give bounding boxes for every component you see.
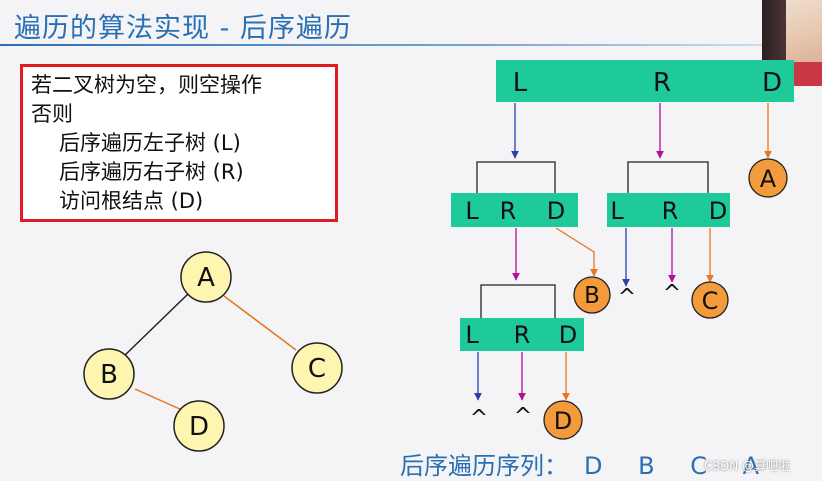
call-frame-bottom: L R D [460,318,584,351]
visited-c-label: C [702,287,719,315]
rule-line-otherwise: 否则 [31,102,73,126]
tree-node-c-label: C [308,354,326,384]
null-marker-c-left: ^ [618,285,636,310]
tree-edge-b-d [134,388,183,411]
call-frame-top: L R D [496,60,794,102]
rule-line-empty: 若二叉树为空，则空操作 [31,73,262,97]
call-frame-left: L R D [451,193,578,227]
null-marker-c-right: ^ [663,281,681,306]
traversal-result-sequence: D B C A [584,452,774,480]
tree-node-d-label: D [189,412,209,442]
tree-node-b: B [83,348,135,400]
frame-right-slot-r: R [662,197,679,225]
frame-left-slot-r: R [500,197,517,225]
rule-line-right: 后序遍历右子树 (R) [59,160,244,184]
tree-node-a-label: A [197,263,215,293]
arrow-left-to-visit-b [555,227,598,277]
title-divider [0,44,822,46]
bracket-right-frame [627,161,709,193]
visited-c: C [691,281,729,319]
visited-d: D [543,400,583,440]
frame-top-slot-l: L [513,68,528,98]
algorithm-rule-box: 若二叉树为空，则空操作 否则 后序遍历左子树 (L) 后序遍历右子树 (R) 访… [20,64,338,222]
frame-left-slot-l: L [465,197,479,225]
tree-node-c: C [291,342,343,394]
frame-bottom-slot-r: R [514,321,531,349]
null-marker-d-right: ^ [514,404,532,429]
bracket-bottom-frame [480,284,556,318]
frame-bottom-slot-d: D [559,321,577,349]
null-marker-d-left: ^ [470,406,488,431]
slide-title: 遍历的算法实现 - 后序遍历 [14,13,352,44]
frame-right-slot-l: L [610,197,624,225]
visited-a-label: A [760,165,777,193]
visited-b: B [573,276,611,314]
frame-left-slot-d: D [547,197,565,225]
source-watermark: CSDN @算吧啦 [704,459,791,473]
rule-line-left: 后序遍历左子树 (L) [59,131,241,155]
rule-line-root: 访问根结点 (D) [59,189,204,213]
visited-d-label: D [554,407,572,435]
tree-node-d: D [173,400,225,452]
frame-bottom-slot-l: L [465,321,479,349]
visited-b-label: B [584,283,600,309]
frame-top-slot-d: D [762,68,782,98]
call-frame-right: L R D [607,193,730,227]
bracket-left-frame [476,161,556,193]
tree-node-b-label: B [100,360,118,390]
visited-a: A [748,158,788,198]
tree-edge-a-c [223,295,297,351]
tree-edge-a-b [122,293,189,358]
traversal-result: 后序遍历序列： D B C A [400,446,773,481]
frame-top-slot-r: R [653,68,671,98]
traversal-result-label: 后序遍历序列： [400,452,568,480]
tree-node-a: A [180,251,232,303]
frame-right-slot-d: D [709,197,727,225]
